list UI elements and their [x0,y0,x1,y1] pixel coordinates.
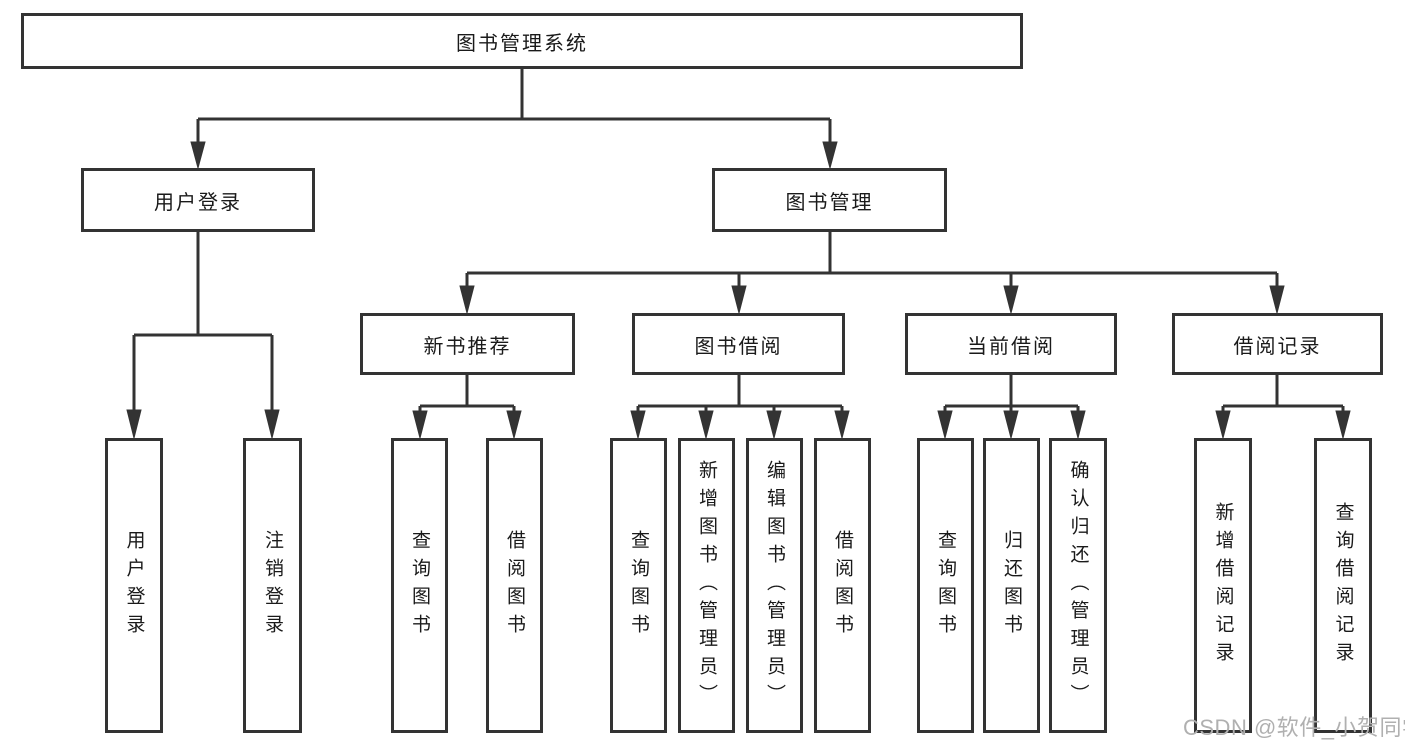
arrowhead-down-icon [264,409,280,439]
connector-user-login-to-leaves [126,232,280,439]
node-user-login: 用户登录 [81,168,315,232]
connector-borrow-record-to-leaves [1215,375,1351,440]
node-book-borrow: 图书借阅 [632,313,845,375]
node-borrow-record: 借阅记录 [1172,313,1383,375]
node-book-mgmt: 图书管理 [712,168,947,232]
leaf-newbook-query: 查询图书 [391,438,448,733]
arrowhead-down-icon [766,410,782,440]
arrowhead-down-icon [506,410,522,440]
node-current-borrow: 当前借阅 [905,313,1117,375]
connector-current-borrow-to-leaves [937,375,1086,440]
arrowhead-down-icon [937,410,953,440]
arrowhead-down-icon [822,141,838,170]
leaf-current-confirm: 确认归还（管理员） [1049,438,1107,733]
arrowhead-down-icon [731,285,747,315]
leaf-current-return: 归还图书 [983,438,1040,733]
node-root: 图书管理系统 [21,13,1023,69]
leaf-borrow-borrow: 借阅图书 [814,438,871,733]
arrowhead-down-icon [1003,285,1019,315]
leaf-current-query: 查询图书 [917,438,974,733]
leaf-record-query: 查询借阅记录 [1314,438,1372,733]
connector-book-mgmt-to-level3 [459,232,1285,315]
leaf-user-login: 用户登录 [105,438,163,733]
arrowhead-down-icon [1215,410,1231,440]
leaf-newbook-borrow: 借阅图书 [486,438,543,733]
arrowhead-down-icon [190,141,206,170]
connector-root-to-level2 [190,69,838,170]
leaf-borrow-edit: 编辑图书（管理员） [746,438,803,733]
arrowhead-down-icon [1335,410,1351,440]
leaf-logout: 注销登录 [243,438,302,733]
arrowhead-down-icon [1269,285,1285,315]
arrowhead-down-icon [459,285,475,315]
csdn-watermark: CSDN @软件_小贺同学 [1183,715,1405,740]
connector-book-borrow-to-leaves [630,375,850,440]
leaf-record-add: 新增借阅记录 [1194,438,1252,733]
connector-new-book-to-leaves [412,375,522,440]
leaf-borrow-query: 查询图书 [610,438,667,733]
arrowhead-down-icon [834,410,850,440]
arrowhead-down-icon [126,409,142,439]
node-new-book: 新书推荐 [360,313,575,375]
arrowhead-down-icon [412,410,428,440]
arrowhead-down-icon [698,410,714,440]
arrowhead-down-icon [1070,410,1086,440]
arrowhead-down-icon [1003,410,1019,440]
arrowhead-down-icon [630,410,646,440]
leaf-borrow-add: 新增图书（管理员） [678,438,735,733]
